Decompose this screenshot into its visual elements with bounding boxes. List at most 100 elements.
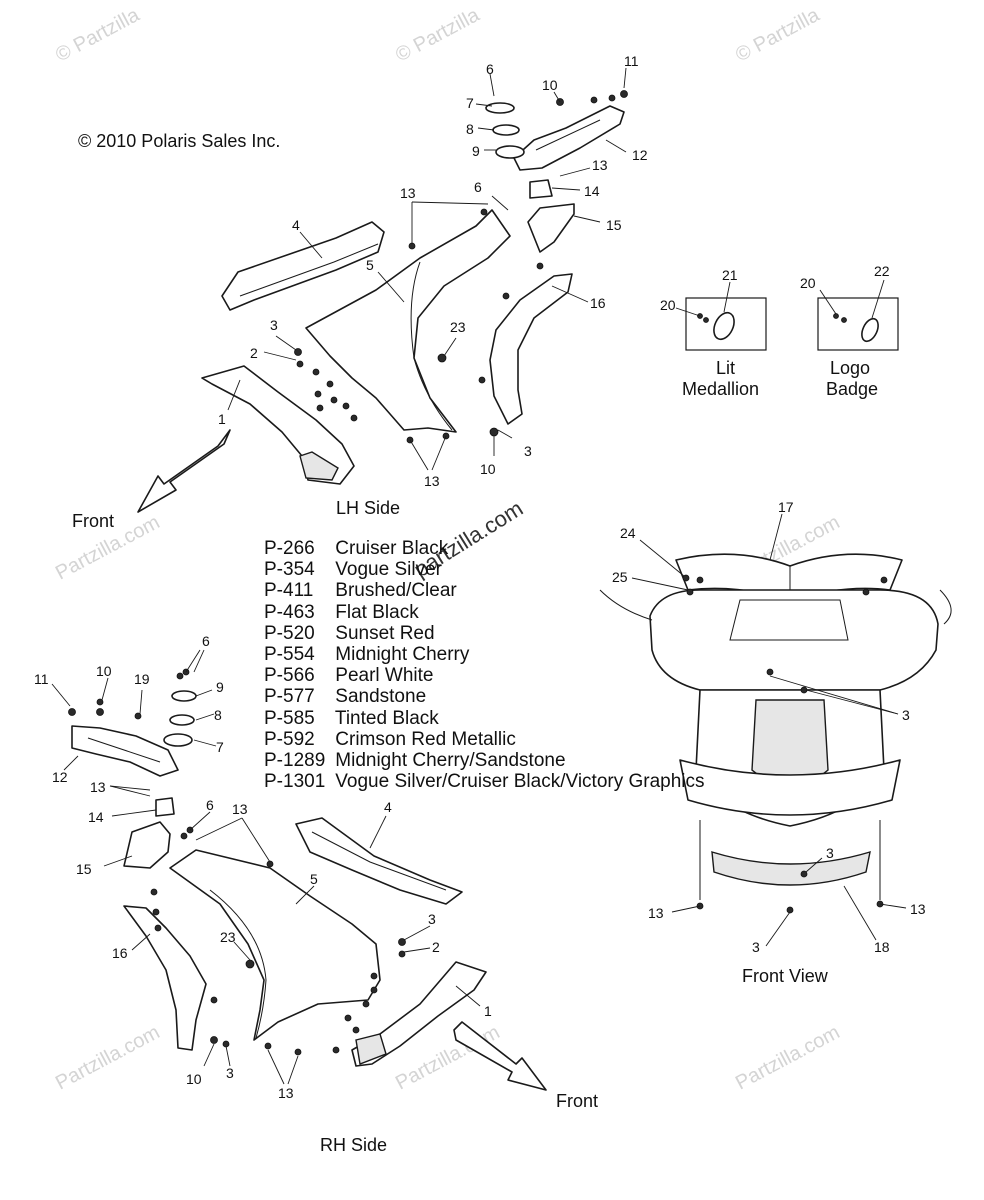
callout-13b: 13 (910, 901, 926, 917)
paint-code: P-585 (264, 707, 315, 729)
rh-side-assembly: 1 2 3 4 5 6 6 7 8 9 10 11 12 13 13 14 15… (34, 633, 598, 1155)
svg-text:16: 16 (590, 295, 606, 311)
paint-code: P-1301 (264, 771, 326, 793)
front-arrow-lh (137, 429, 231, 513)
paint-code: P-577 (264, 686, 315, 708)
paint-name: Crimson Red Metallic (330, 728, 516, 750)
paint-code-item: P-411 Brushed/Clear (264, 580, 705, 601)
svg-text:10: 10 (186, 1071, 202, 1087)
svg-text:2: 2 (432, 939, 440, 955)
svg-text:6: 6 (202, 633, 210, 649)
part-5-side-panel-rh (169, 849, 381, 1041)
svg-text:2: 2 (250, 345, 258, 361)
part-4-top-cover-rh (295, 817, 463, 905)
paint-code: P-411 (264, 580, 314, 602)
svg-text:6: 6 (474, 179, 482, 195)
svg-text:8: 8 (214, 707, 222, 723)
svg-text:1: 1 (484, 1003, 492, 1019)
svg-text:4: 4 (292, 217, 300, 233)
svg-text:13: 13 (90, 779, 106, 795)
svg-text:12: 12 (52, 769, 68, 785)
paint-code: P-463 (264, 601, 315, 623)
logo-label-line2: Badge (826, 379, 878, 399)
lit-label-line2: Medallion (682, 379, 759, 399)
svg-text:23: 23 (220, 929, 236, 945)
paint-code-item: P-592 Crimson Red Metallic (264, 729, 705, 750)
part-1-lower-rail-rh (351, 961, 487, 1067)
badge-options: 20 21 Lit Medallion 20 22 Logo Badge (660, 263, 899, 399)
part-8-ring-rh (169, 714, 195, 726)
paint-name: Sandstone (330, 686, 427, 708)
paint-code-item: P-1289 Midnight Cherry/Sandstone (264, 750, 705, 771)
copyright-notice: © 2010 Polaris Sales Inc. (78, 131, 280, 151)
paint-code: P-354 (264, 559, 315, 581)
svg-text:13: 13 (400, 185, 416, 201)
svg-text:10: 10 (96, 663, 112, 679)
svg-text:5: 5 (366, 257, 374, 273)
hardware-lh (294, 90, 628, 444)
paint-code-item: P-520 Sunset Red (264, 623, 705, 644)
logo-badge-box (817, 297, 899, 351)
svg-text:16: 16 (112, 945, 128, 961)
svg-text:6: 6 (206, 797, 214, 813)
svg-text:3: 3 (524, 443, 532, 459)
headlight-frame (729, 599, 849, 641)
callout-3a: 3 (902, 707, 910, 723)
svg-text:7: 7 (216, 739, 224, 755)
svg-text:1: 1 (218, 411, 226, 427)
paint-code-item: P-554 Midnight Cherry (264, 644, 705, 665)
svg-text:15: 15 (76, 861, 92, 877)
front-view-assembly: 17 24 25 3 3 13 13 3 18 Front View (599, 499, 952, 986)
part-12-mount-bracket-rh (71, 725, 179, 777)
paint-name: Tinted Black (330, 707, 439, 729)
svg-text:14: 14 (88, 809, 104, 825)
svg-text:3: 3 (226, 1065, 234, 1081)
paint-code: P-1289 (264, 750, 326, 772)
part-7-seal-lh (495, 145, 525, 159)
part-22-logo-badge (861, 317, 879, 343)
paint-name: Vogue Silver (330, 559, 442, 581)
callouts-lh: 1 2 3 4 5 6 7 8 9 10 11 12 13 13 13 14 1… (218, 53, 648, 489)
part-16-front-trim-lh (489, 273, 573, 425)
svg-text:3: 3 (270, 317, 278, 333)
watermark: © Partzilla (732, 4, 824, 67)
paint-code-item: P-354 Vogue Silver (264, 559, 705, 580)
svg-text:3: 3 (428, 911, 436, 927)
part-9-cap-rh (171, 690, 197, 702)
callout-20b: 20 (800, 275, 816, 291)
svg-text:23: 23 (450, 319, 466, 335)
leaders-rh (51, 649, 481, 1085)
part-12-detail (535, 119, 601, 151)
part-8-ring-lh (492, 124, 520, 136)
callout-24: 24 (620, 525, 636, 541)
logo-label-line1: Logo (830, 358, 870, 378)
paint-name: Midnight Cherry/Sandstone (330, 750, 566, 772)
watermark: Partzilla.com (52, 1021, 163, 1094)
paint-name: Midnight Cherry (330, 644, 470, 666)
paint-code: P-266 (264, 538, 315, 559)
part-18-lower-trim (711, 850, 871, 886)
paint-name: Flat Black (330, 601, 419, 623)
paint-code: P-554 (264, 644, 315, 666)
part-14-grommet-rh (155, 797, 175, 817)
part-5-side-panel-lh (305, 209, 511, 433)
svg-text:13: 13 (424, 473, 440, 489)
part-5-contour (410, 261, 453, 431)
svg-text:13: 13 (592, 157, 608, 173)
svg-text:6: 6 (486, 61, 494, 77)
svg-text:4: 4 (384, 799, 392, 815)
svg-text:5: 5 (310, 871, 318, 887)
watermark: © Partzilla (392, 4, 484, 67)
callout-21: 21 (722, 267, 738, 283)
watermark: Partzilla.com (732, 1021, 843, 1094)
paint-code: P-566 (264, 665, 315, 687)
paint-code-item: P-1301 Vogue Silver/Cruiser Black/Victor… (264, 771, 705, 792)
part-1-foot-rh (355, 1033, 387, 1065)
callouts-rh: 1 2 3 4 5 6 6 7 8 9 10 11 12 13 13 14 15… (34, 633, 492, 1101)
front-label-lh: Front (72, 511, 114, 531)
paint-code-item: P-577 Sandstone (264, 686, 705, 707)
lit-medallion-box (685, 297, 767, 351)
svg-text:14: 14 (584, 183, 600, 199)
